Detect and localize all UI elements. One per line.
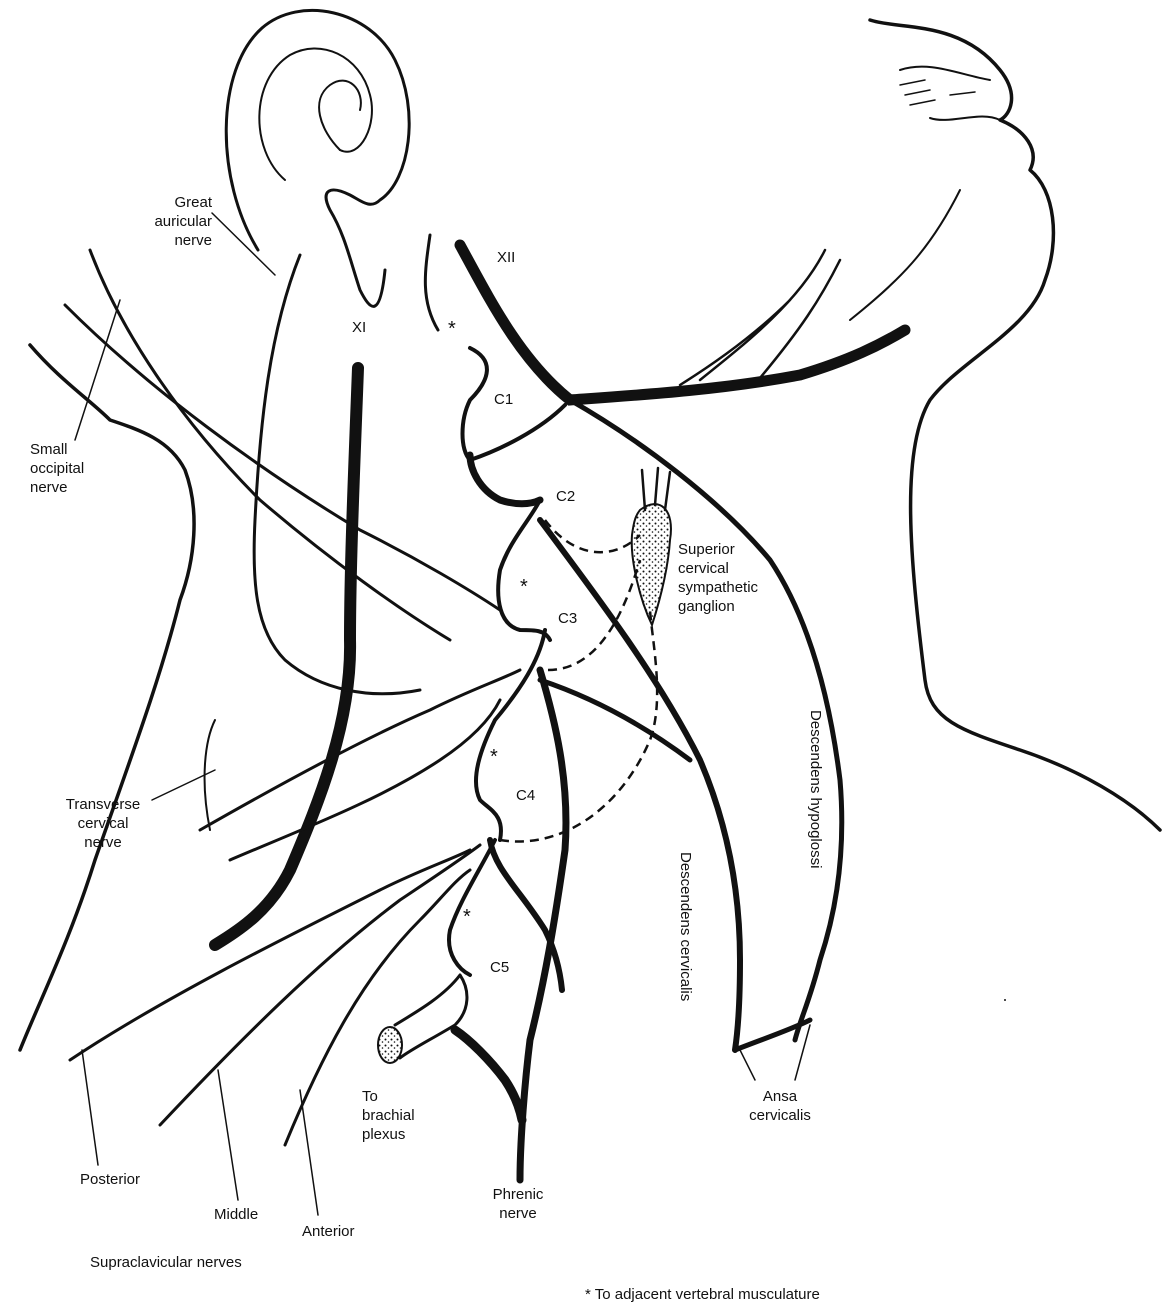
transverse-cervical-nerve-2 bbox=[230, 700, 500, 860]
label-c2: C2 bbox=[556, 487, 575, 506]
great-auricular-nerve bbox=[254, 255, 420, 694]
superficial-branches bbox=[65, 250, 520, 860]
leader-lines bbox=[75, 213, 810, 1215]
superior-cervical-ganglion bbox=[632, 468, 671, 625]
label-supraclavicular-nerves: Supraclavicular nerves bbox=[90, 1253, 242, 1272]
label-supraclavicular-middle: Middle bbox=[214, 1205, 258, 1224]
label-supraclavicular-posterior: Posterior bbox=[80, 1170, 140, 1189]
footnote: * To adjacent vertebral musculature bbox=[585, 1285, 820, 1304]
c3-loop bbox=[476, 630, 545, 840]
head-neck-outline bbox=[20, 10, 1160, 1050]
c5-to-phrenic bbox=[455, 1030, 522, 1120]
label-xi: XI bbox=[352, 318, 366, 337]
label-c5: C5 bbox=[490, 958, 509, 977]
ear-outline bbox=[226, 10, 409, 306]
jaw-line bbox=[425, 235, 438, 330]
asterisk-c3: * bbox=[520, 578, 528, 597]
asterisk-c4: * bbox=[490, 748, 498, 767]
label-c1: C1 bbox=[494, 390, 513, 409]
supraclavicular-middle bbox=[160, 845, 480, 1125]
label-to-brachial-plexus: To brachial plexus bbox=[362, 1087, 442, 1144]
supraclavicular-posterior bbox=[70, 850, 470, 1060]
descendens-hypoglossi-line bbox=[570, 400, 842, 1040]
face-details bbox=[900, 80, 975, 105]
small-occipital-nerve bbox=[90, 250, 450, 640]
label-descendens-hypoglossi: Descendens hypoglossi bbox=[806, 710, 825, 868]
asterisk-c5: * bbox=[463, 908, 471, 927]
cervical-plexus-loops bbox=[449, 348, 566, 1180]
label-xii: XII bbox=[497, 248, 515, 267]
small-occipital-nerve-2 bbox=[65, 305, 500, 610]
chin-underside bbox=[850, 190, 960, 320]
label-transverse-cervical-nerve: Transverse cervical nerve bbox=[48, 795, 158, 852]
asterisk-c1: * bbox=[448, 320, 456, 339]
hypoglossal-nerve-xii bbox=[460, 245, 905, 400]
transverse-cervical-nerve bbox=[200, 670, 520, 830]
label-superior-cervical-ganglion: Superior cervical sympathetic ganglion bbox=[678, 540, 798, 616]
face-profile bbox=[870, 20, 1160, 830]
label-great-auricular-nerve: Great auricular nerve bbox=[152, 193, 212, 250]
label-supraclavicular-anterior: Anterior bbox=[302, 1222, 355, 1241]
label-ansa-cervicalis: Ansa cervicalis bbox=[730, 1087, 830, 1125]
label-small-occipital-nerve: Small occipital nerve bbox=[30, 440, 110, 497]
c4-loop bbox=[449, 840, 495, 975]
label-c3: C3 bbox=[558, 609, 577, 628]
label-descendens-cervicalis: Descendens cervicalis bbox=[676, 852, 695, 1001]
brachial-plexus-stump bbox=[378, 975, 467, 1063]
ear-helix bbox=[319, 81, 361, 150]
label-c4: C4 bbox=[516, 786, 535, 805]
label-phrenic-nerve: Phrenic nerve bbox=[478, 1185, 558, 1223]
c1-c2-link bbox=[470, 455, 540, 504]
ear-inner bbox=[259, 48, 372, 180]
c1-loop bbox=[463, 348, 566, 460]
